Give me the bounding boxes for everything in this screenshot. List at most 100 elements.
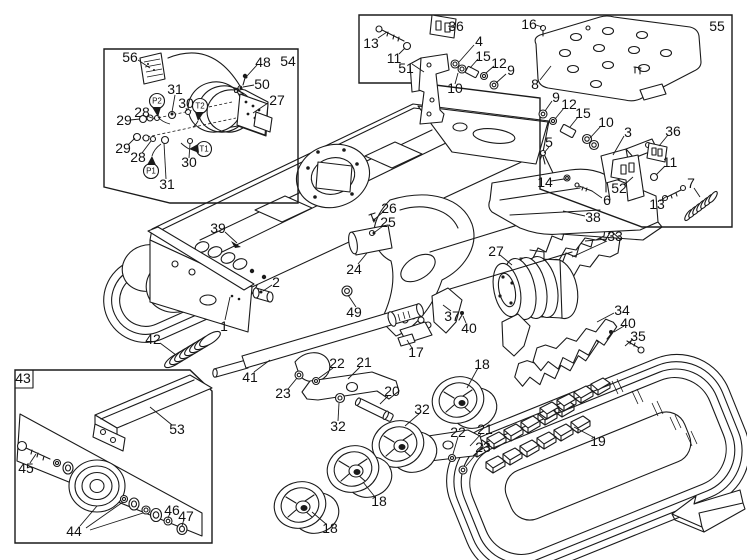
bracket-52 [611,155,644,201]
balloon-T1-label: T1 [199,145,209,154]
part-callout-15: 15 [475,48,491,64]
part-callout-43: 43 [15,370,31,386]
part-callout-11: 11 [387,50,402,66]
part-callout-41: 41 [242,369,258,385]
track-tread-marks [612,379,697,446]
part-callout-54: 54 [280,53,296,69]
balloon-T2-label: T2 [195,102,205,111]
part-callout-18: 18 [322,520,338,536]
part-callout-31: 31 [167,81,183,97]
part-callout-30: 30 [181,154,197,170]
part-callout-2: 2 [272,274,280,290]
part-callout-47: 47 [178,508,194,524]
nut-49 [342,286,352,296]
spring-42 [162,329,222,371]
part-callout-26: 26 [381,200,397,216]
part-callout-8: 8 [531,76,539,92]
part-callout-39: 39 [210,220,226,236]
part-callout-15: 15 [575,105,591,121]
mounting-plate-8 [535,16,701,101]
bolt-13-top [376,26,404,41]
part-callout-49: 49 [346,304,362,320]
balloon-P1-label: P1 [146,167,156,176]
leader-lines [30,25,700,530]
track-frame [90,104,662,382]
part-callout-23: 23 [275,385,291,401]
part-callout-24: 24 [346,261,362,277]
part-callout-9: 9 [507,62,515,78]
part-callout-33: 33 [607,228,623,244]
part-callout-30: 30 [178,95,194,111]
part-callout-55: 55 [709,18,725,34]
drive-motor [489,250,583,322]
part-callout-40: 40 [461,320,477,336]
part-callout-3: 3 [624,124,632,140]
part-callout-4: 4 [475,33,483,49]
part-callout-22: 22 [450,424,466,440]
hardware-top-center [451,60,498,89]
tension-rod [213,303,425,377]
decal-56 [140,53,165,84]
part-callout-34: 34 [614,302,630,318]
part-callout-1: 1 [220,318,228,334]
part-callout-13: 13 [649,196,665,212]
part-callout-14: 14 [537,174,553,190]
part-callout-37: 37 [444,308,460,324]
part-callout-10: 10 [598,114,614,130]
nut-11-top [404,43,411,50]
inset-drive-motor [182,76,272,138]
part-callout-17: 17 [408,344,424,360]
inset-54 [104,49,298,203]
part-callout-5: 5 [545,134,553,150]
balloon-P2: P2 [150,94,171,125]
balloon-T2: T2 [193,99,208,128]
part-callout-53: 53 [169,421,185,437]
part-callout-44: 44 [66,523,82,539]
balloon-P2-label: P2 [152,97,162,106]
inset-43 [15,370,212,543]
grease-cylinder [347,213,392,255]
part-callout-18: 18 [371,493,387,509]
part-callout-27: 27 [269,92,285,108]
pad-36-top [430,15,456,38]
part-callout-12: 12 [491,55,507,71]
balloon-T1: T1 [181,142,212,157]
part-callout-23: 23 [475,439,491,455]
part-callout-51: 51 [398,60,414,76]
hardware-right-group [539,110,719,222]
part-callout-28: 28 [130,149,146,165]
part-callout-25: 25 [380,214,396,230]
part-callout-12: 12 [561,96,577,112]
part-callout-56: 56 [122,49,138,65]
part-callout-32: 32 [330,418,346,434]
part-callout-19: 19 [590,433,606,449]
part-callout-20: 20 [384,383,400,399]
part-callout-18: 18 [474,356,490,372]
idler-assembly-44 [18,442,188,535]
bracket-51 [410,54,449,124]
port-balloons: P2 T2 T1 P1 [144,94,212,179]
part-callout-38: 38 [585,209,601,225]
part-callout-28: 28 [134,104,150,120]
part-callout-9: 9 [552,89,560,105]
part-callout-13: 13 [363,35,379,51]
part-callout-35: 35 [630,328,646,344]
roller-bracket-left [295,371,399,400]
bushing-2 [253,288,273,302]
part-callout-22: 22 [329,355,345,371]
part-callout-31: 31 [159,176,175,192]
inset-55 [359,15,732,227]
part-callout-27: 27 [488,243,504,259]
balloon-P1: P1 [144,144,162,179]
part-callout-32: 32 [414,401,430,417]
part-callout-46: 46 [164,502,180,518]
part-callout-48: 48 [255,54,271,70]
part-callout-40: 40 [620,315,636,331]
part-callout-16: 16 [521,16,537,32]
part-callout-10: 10 [447,80,463,96]
part-callout-52: 52 [611,180,627,196]
part-callout-11: 11 [663,154,678,170]
